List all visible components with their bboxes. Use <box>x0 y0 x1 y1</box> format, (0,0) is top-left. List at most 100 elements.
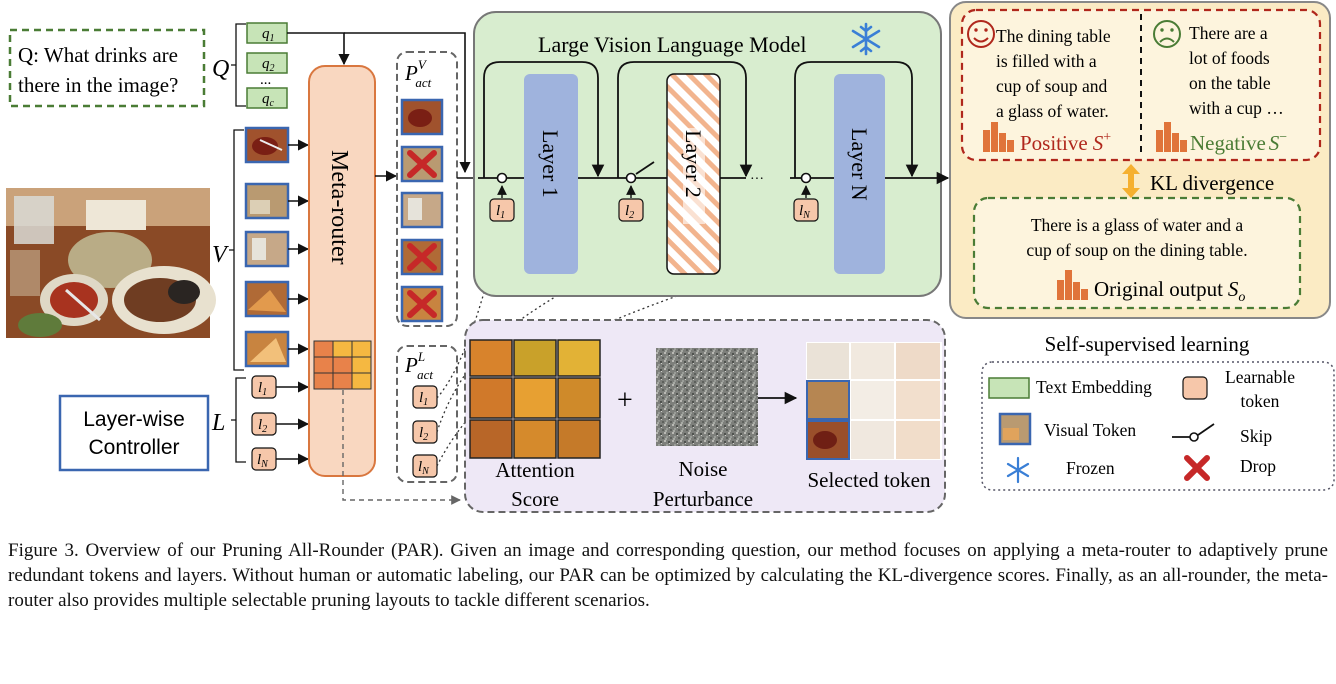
legend-frozen: Frozen <box>1006 456 1115 484</box>
visual-token-arrows <box>288 139 310 355</box>
layer-gate-connectors <box>436 224 804 467</box>
layer-2-skipped: Layer 2 <box>666 73 721 275</box>
svg-text:l1: l1 <box>258 380 267 398</box>
layer-gate-tokens: l1 l2 lN <box>489 185 819 222</box>
meta-router: Meta-router <box>308 65 376 477</box>
figure-caption: Figure 3. Overview of our Pruning All-Ro… <box>8 540 1328 611</box>
visual-token <box>244 330 290 368</box>
snowflake-icon <box>1006 456 1030 484</box>
q-tokens: q1 q2 ... qc <box>246 22 288 109</box>
noise-map <box>656 348 758 446</box>
q-token-2 <box>246 52 288 74</box>
ssl-title: Self-supervised learning <box>1045 332 1250 356</box>
svg-text:Drop: Drop <box>1240 456 1276 476</box>
lvlm-title: Large Vision Language Model <box>538 32 807 57</box>
svg-text:Layer 2: Layer 2 <box>681 130 706 198</box>
visual-token <box>244 126 290 164</box>
pipeline-diagram: Q: What drinks are there in the image? Q… <box>6 1 1335 513</box>
layer-n: Layer N <box>834 74 885 274</box>
svg-text:with a cup …: with a cup … <box>1189 98 1284 118</box>
positive-output: The dining table is filled with a cup of… <box>967 20 1111 155</box>
svg-text:There is a glass of water and: There is a glass of water and a <box>1031 215 1244 235</box>
dropped-visual-token <box>400 238 444 276</box>
svg-text:The dining table: The dining table <box>996 26 1111 46</box>
svg-text:Layer N: Layer N <box>847 128 872 201</box>
visual-token <box>244 182 290 220</box>
svg-text:q2: q2 <box>262 56 275 74</box>
layer-token-arrows <box>276 381 310 465</box>
legend: Text Embedding Learnable token Visual To… <box>981 361 1335 491</box>
legend-learnable-token: Learnable token <box>1182 367 1295 411</box>
svg-text:a glass of water.: a glass of water. <box>996 101 1109 121</box>
legend-visual-token: Visual Token <box>998 412 1136 446</box>
svg-text:KL divergence: KL divergence <box>1150 171 1274 195</box>
legend-drop: Drop <box>1184 455 1276 481</box>
svg-text:Text Embedding: Text Embedding <box>1036 377 1152 397</box>
svg-text:lN: lN <box>799 203 811 221</box>
router-to-attention-arrow <box>342 390 461 505</box>
svg-text:l2: l2 <box>625 203 634 221</box>
l-label: L <box>211 410 225 436</box>
question-line-1: Q: What drinks are <box>18 43 178 67</box>
q-ellipsis: ... <box>260 72 271 88</box>
svg-text:Layer-wise: Layer-wise <box>83 408 185 431</box>
svg-text:lot of foods: lot of foods <box>1189 48 1270 68</box>
dropped-visual-token <box>400 145 444 183</box>
output-panel: The dining table is filled with a cup of… <box>949 1 1331 319</box>
visual-token-column <box>244 126 290 368</box>
q-to-lvlm-arrow <box>344 32 471 174</box>
q-label: Q <box>212 56 229 82</box>
svg-text:l1: l1 <box>496 203 505 221</box>
visual-token <box>244 280 290 318</box>
plus-sign: + <box>617 385 633 416</box>
bar-chart-icon <box>1057 270 1088 300</box>
selected-token-grid <box>806 342 942 460</box>
svg-text:qc: qc <box>262 91 275 109</box>
svg-text:l2: l2 <box>258 417 267 435</box>
svg-text:lN: lN <box>418 459 430 477</box>
layer-tokens-left: l1 l2 lN <box>251 375 277 471</box>
v-label: V <box>212 242 229 268</box>
svg-text:q1: q1 <box>262 26 275 44</box>
svg-text:Visual Token: Visual Token <box>1044 420 1136 440</box>
svg-text:lN: lN <box>257 452 269 470</box>
svg-text:token: token <box>1241 391 1280 411</box>
q-brace <box>231 23 246 107</box>
q-to-router-arrow <box>287 32 350 66</box>
svg-text:Score: Score <box>511 487 559 511</box>
svg-text:Frozen: Frozen <box>1066 458 1115 478</box>
lvlm-flow <box>478 61 950 185</box>
gate-node-1 <box>496 172 508 184</box>
svg-text:There are a: There are a <box>1189 23 1268 43</box>
legend-skip: Skip <box>1172 423 1272 446</box>
bar-chart-icon <box>983 122 1014 152</box>
svg-text:cup of soup on the dining tabl: cup of soup on the dining table. <box>1026 240 1247 260</box>
v-brace <box>229 129 244 371</box>
dropped-visual-token <box>400 285 444 323</box>
visual-token <box>244 230 290 268</box>
svg-text:Noise: Noise <box>679 457 728 481</box>
layer-wise-controller: Layer-wise Controller <box>58 394 210 472</box>
l-brace <box>231 377 246 463</box>
negative-output: There are a lot of foods on the table wi… <box>1153 20 1287 155</box>
svg-text:Learnable: Learnable <box>1225 367 1295 387</box>
question-line-2: there in the image? <box>18 73 178 97</box>
flow-dots: ··· <box>750 172 764 187</box>
token-selection-panel: Attention Score + Noise Perturbance Sele… <box>464 319 946 513</box>
kl-divergence: KL divergence <box>1122 164 1274 198</box>
lvlm-block: Large Vision Language Model ··· <box>473 11 950 297</box>
q-token-c <box>246 87 288 109</box>
svg-text:on the table: on the table <box>1189 73 1271 93</box>
frown-icon <box>1153 20 1181 48</box>
original-output: There is a glass of water and a cup of s… <box>972 196 1302 310</box>
gate-node-n <box>800 172 812 184</box>
smile-icon <box>967 20 995 48</box>
bar-chart-icon <box>1156 122 1187 152</box>
svg-text:Perturbance: Perturbance <box>653 487 753 511</box>
gate-node-2 <box>625 172 637 184</box>
